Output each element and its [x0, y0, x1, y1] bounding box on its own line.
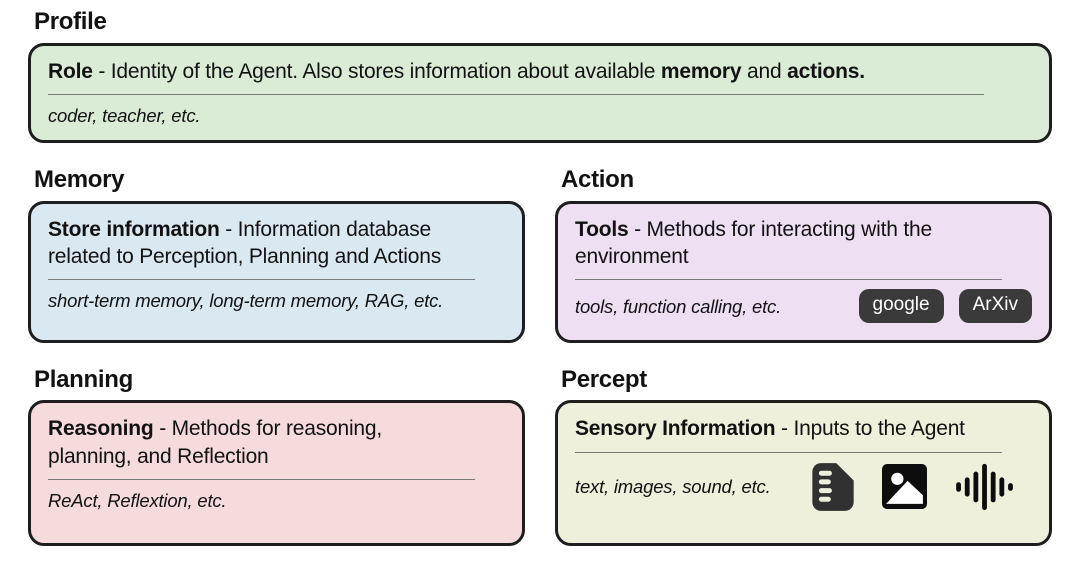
- percept-card-text: Sensory Information - Inputs to the Agen…: [575, 415, 1032, 442]
- arxiv-tool-chip: ArXiv: [958, 289, 1032, 324]
- profile-divider: [48, 93, 984, 95]
- percept-separator: -: [775, 417, 794, 441]
- planning-separator: -: [153, 417, 172, 441]
- middle-row: Memory Store information - Information d…: [28, 166, 1052, 343]
- memory-separator: -: [219, 217, 238, 241]
- memory-desc: Information database related to Percepti…: [48, 217, 442, 268]
- image-icon: [882, 464, 927, 509]
- google-tool-chip: google: [858, 289, 944, 324]
- memory-card-text: Store information - Information database…: [48, 216, 505, 271]
- percept-example: text, images, sound, etc.: [575, 475, 771, 497]
- percept-section-title: Percept: [561, 365, 647, 393]
- action-separator: -: [628, 217, 647, 241]
- audio-waveform-icon: [954, 462, 1016, 512]
- profile-bold-actions: actions.: [787, 59, 865, 83]
- action-card: Tools - Methods for interacting with the…: [555, 200, 1052, 343]
- action-divider: [575, 279, 1002, 281]
- planning-card: Reasoning - Methods for reasoning, plann…: [28, 400, 525, 547]
- percept-icons: [811, 462, 1016, 512]
- percept-card: Sensory Information - Inputs to the Agen…: [555, 400, 1052, 547]
- action-section-title: Action: [561, 166, 634, 194]
- action-example: tools, function calling, etc.: [575, 295, 782, 317]
- profile-card-text: Role - Identity of the Agent. Also store…: [48, 58, 1032, 85]
- memory-divider: [48, 279, 475, 281]
- profile-desc-pre: Identity of the Agent. Also stores infor…: [110, 59, 661, 83]
- memory-term: Store information: [48, 217, 220, 241]
- planning-divider: [48, 478, 475, 480]
- percept-term: Sensory Information: [575, 417, 776, 441]
- action-card-text: Tools - Methods for interacting with the…: [575, 216, 1032, 271]
- memory-section-title: Memory: [34, 166, 125, 194]
- planning-section-title: Planning: [34, 365, 133, 393]
- planning-example: ReAct, Reflextion, etc.: [48, 489, 227, 511]
- planning-term: Reasoning: [48, 417, 154, 441]
- action-desc: Methods for interacting with the environ…: [575, 217, 932, 268]
- action-term: Tools: [575, 217, 629, 241]
- profile-bold-memory: memory: [660, 59, 742, 83]
- profile-card: Role - Identity of the Agent. Also store…: [28, 42, 1052, 144]
- profile-example: coder, teacher, etc.: [48, 104, 201, 126]
- profile-section-title: Profile: [34, 8, 107, 35]
- planning-card-text: Reasoning - Methods for reasoning, plann…: [48, 415, 505, 470]
- tool-chips: google ArXiv: [858, 289, 1032, 324]
- profile-desc-mid: and: [741, 59, 788, 83]
- percept-desc: Inputs to the Agent: [793, 417, 965, 441]
- planning-desc: Methods for reasoning, planning, and Ref…: [48, 417, 383, 468]
- memory-card: Store information - Information database…: [28, 200, 525, 343]
- percept-divider: [575, 451, 1002, 453]
- bottom-row: Planning Reasoning - Methods for reasoni…: [28, 366, 1052, 547]
- memory-example: short-term memory, long-term memory, RAG…: [48, 290, 444, 312]
- file-text-icon: [811, 462, 855, 512]
- profile-term: Role: [48, 59, 93, 83]
- profile-separator: -: [92, 59, 111, 83]
